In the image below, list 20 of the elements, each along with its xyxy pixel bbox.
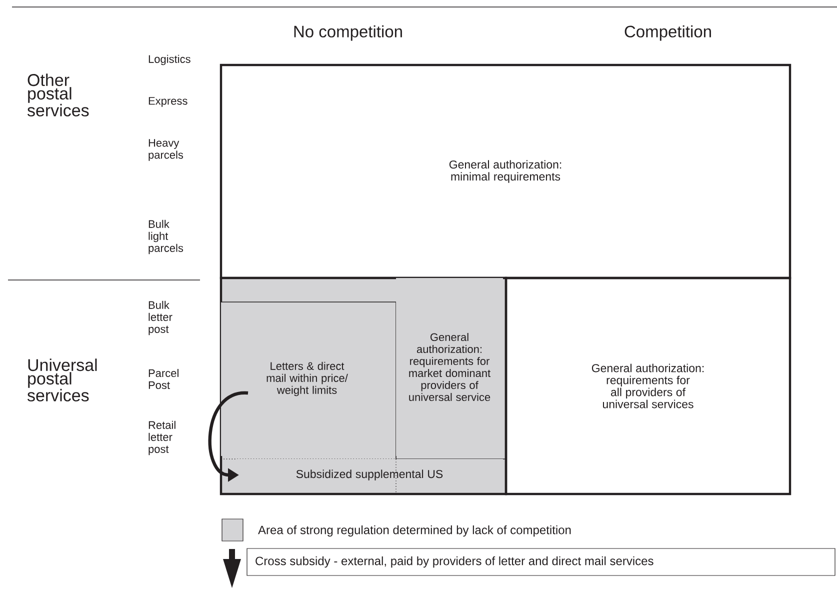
row-label: Express (148, 97, 188, 107)
row-label: Bulk light parcels (148, 220, 184, 254)
legend-text: Cross subsidy - external, paid by providers of letter and direct mail services (246, 548, 836, 576)
node-label: Subsidized supplemental US (296, 470, 443, 480)
regulation-box: General authorization: requirements for all providers of universal services (504, 276, 792, 496)
row-label: Bulk letter post (148, 300, 172, 336)
node-label: Letters & direct mail within price/ weight limits (266, 362, 348, 396)
node-label: General authorization: requirements for market dominant providers of universal service (409, 332, 491, 402)
column-heading: No competition (294, 25, 402, 41)
text-box: Letters & direct mail within price/ weight limits (220, 302, 396, 460)
row-label: Heavy parcels (148, 139, 184, 161)
column-heading: Competition (624, 25, 711, 41)
group-label: Other postal services (27, 74, 89, 116)
row-label: Logistics (148, 54, 190, 66)
row-label: Parcel Post (148, 368, 178, 390)
text-box: Subsidized supplemental US (236, 458, 503, 494)
text-box: General authorization: requirements for market dominant providers of universal service (396, 278, 506, 460)
row-label: Retail letter post (148, 420, 176, 456)
legend-text: Area of strong regulation determined by lack of competition (258, 525, 571, 537)
group-label: Universal postal services (27, 358, 97, 402)
